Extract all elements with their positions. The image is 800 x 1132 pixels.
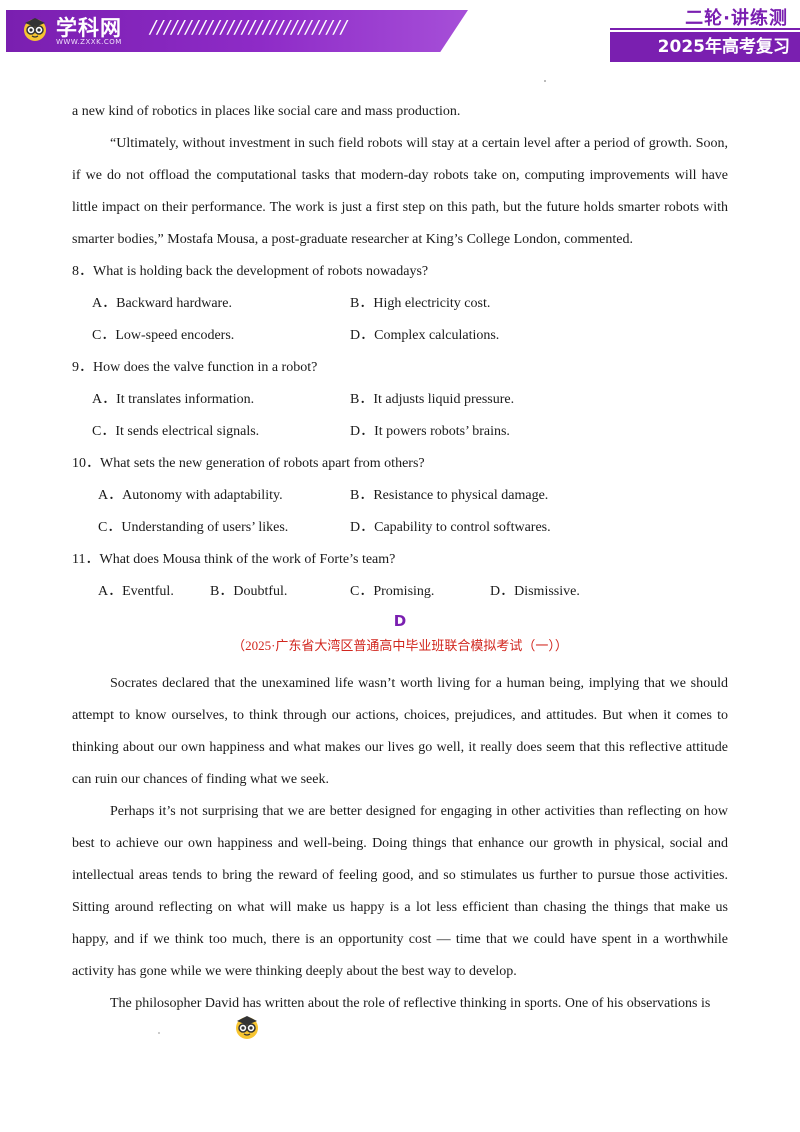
- question-10-options-row1: A．Autonomy with adaptability. B．Resistan…: [72, 480, 728, 512]
- banner-slashes: ////////////////////////////: [150, 17, 348, 38]
- question-10-options-row2: C．Understanding of users’ likes. D．Capab…: [72, 512, 728, 544]
- section-d-heading: D: [393, 612, 407, 630]
- question-10-stem: 10．What sets the new generation of robot…: [72, 456, 425, 471]
- passage-c-quote: “Ultimately, without investment in such …: [72, 136, 728, 247]
- header-divider: [610, 28, 800, 30]
- option-10a: A．Autonomy with adaptability.: [98, 488, 283, 503]
- option-10d: D．Capability to control softwares.: [350, 520, 551, 535]
- owl-mascot-icon: [24, 18, 46, 41]
- option-8d: D．Complex calculations.: [350, 328, 500, 343]
- owl-mascot-icon: [236, 1016, 258, 1039]
- option-11d: D．Dismissive.: [490, 584, 580, 599]
- option-11a: A．Eventful.: [98, 584, 174, 599]
- option-8b: B．High electricity cost.: [350, 296, 491, 311]
- option-9b: B．It adjusts liquid pressure.: [350, 392, 515, 407]
- option-9a: A．It translates information.: [92, 392, 255, 407]
- page-header: 学科网 WWW.ZXXK.COM ///////////////////////…: [0, 0, 800, 64]
- section-d-paragraph-2: Perhaps it’s not surprising that we are …: [72, 804, 728, 979]
- question-9-stem: 9．How does the valve function in a robot…: [72, 360, 318, 375]
- question-9-options-row2: C．It sends electrical signals. D．It powe…: [72, 416, 728, 448]
- page-content: a new kind of robotics in places like so…: [72, 96, 728, 1020]
- logo-text: 学科网: [56, 16, 122, 40]
- section-d-source: （2025·广东省大湾区普通高中毕业班联合模拟考试（一））: [232, 638, 568, 653]
- question-9-options-row1: A．It translates information. B．It adjust…: [72, 384, 728, 416]
- question-8-options-row2: C．Low-speed encoders. D．Complex calculat…: [72, 320, 728, 352]
- option-8c: C．Low-speed encoders.: [92, 328, 235, 343]
- option-11b: B．Doubtful.: [210, 584, 288, 599]
- option-9c: C．It sends electrical signals.: [92, 424, 260, 439]
- option-8a: A．Backward hardware.: [92, 296, 232, 311]
- option-11c: C．Promising.: [350, 584, 435, 599]
- question-11-stem: 11．What does Mousa think of the work of …: [72, 552, 396, 567]
- option-10c: C．Understanding of users’ likes.: [98, 520, 289, 535]
- year-badge: 2025年高考复习: [610, 32, 800, 62]
- series-subtitle: 二轮·讲练测: [685, 8, 788, 29]
- option-10b: B．Resistance to physical damage.: [350, 488, 549, 503]
- section-d-paragraph-1: Socrates declared that the unexamined li…: [72, 676, 728, 787]
- option-9d: D．It powers robots’ brains.: [350, 424, 510, 439]
- scan-speck: [158, 1032, 160, 1034]
- logo-url: WWW.ZXXK.COM: [56, 38, 122, 46]
- question-8-stem: 8．What is holding back the development o…: [72, 264, 429, 279]
- section-d-paragraph-3: The philosopher David has written about …: [110, 996, 711, 1011]
- scan-speck: [544, 80, 546, 82]
- question-8-options-row1: A．Backward hardware. B．High electricity …: [72, 288, 728, 320]
- question-11-options: A．Eventful. B．Doubtful. C．Promising. D．D…: [72, 576, 728, 608]
- passage-c-line: a new kind of robotics in places like so…: [72, 104, 461, 119]
- header-banner: [6, 10, 468, 52]
